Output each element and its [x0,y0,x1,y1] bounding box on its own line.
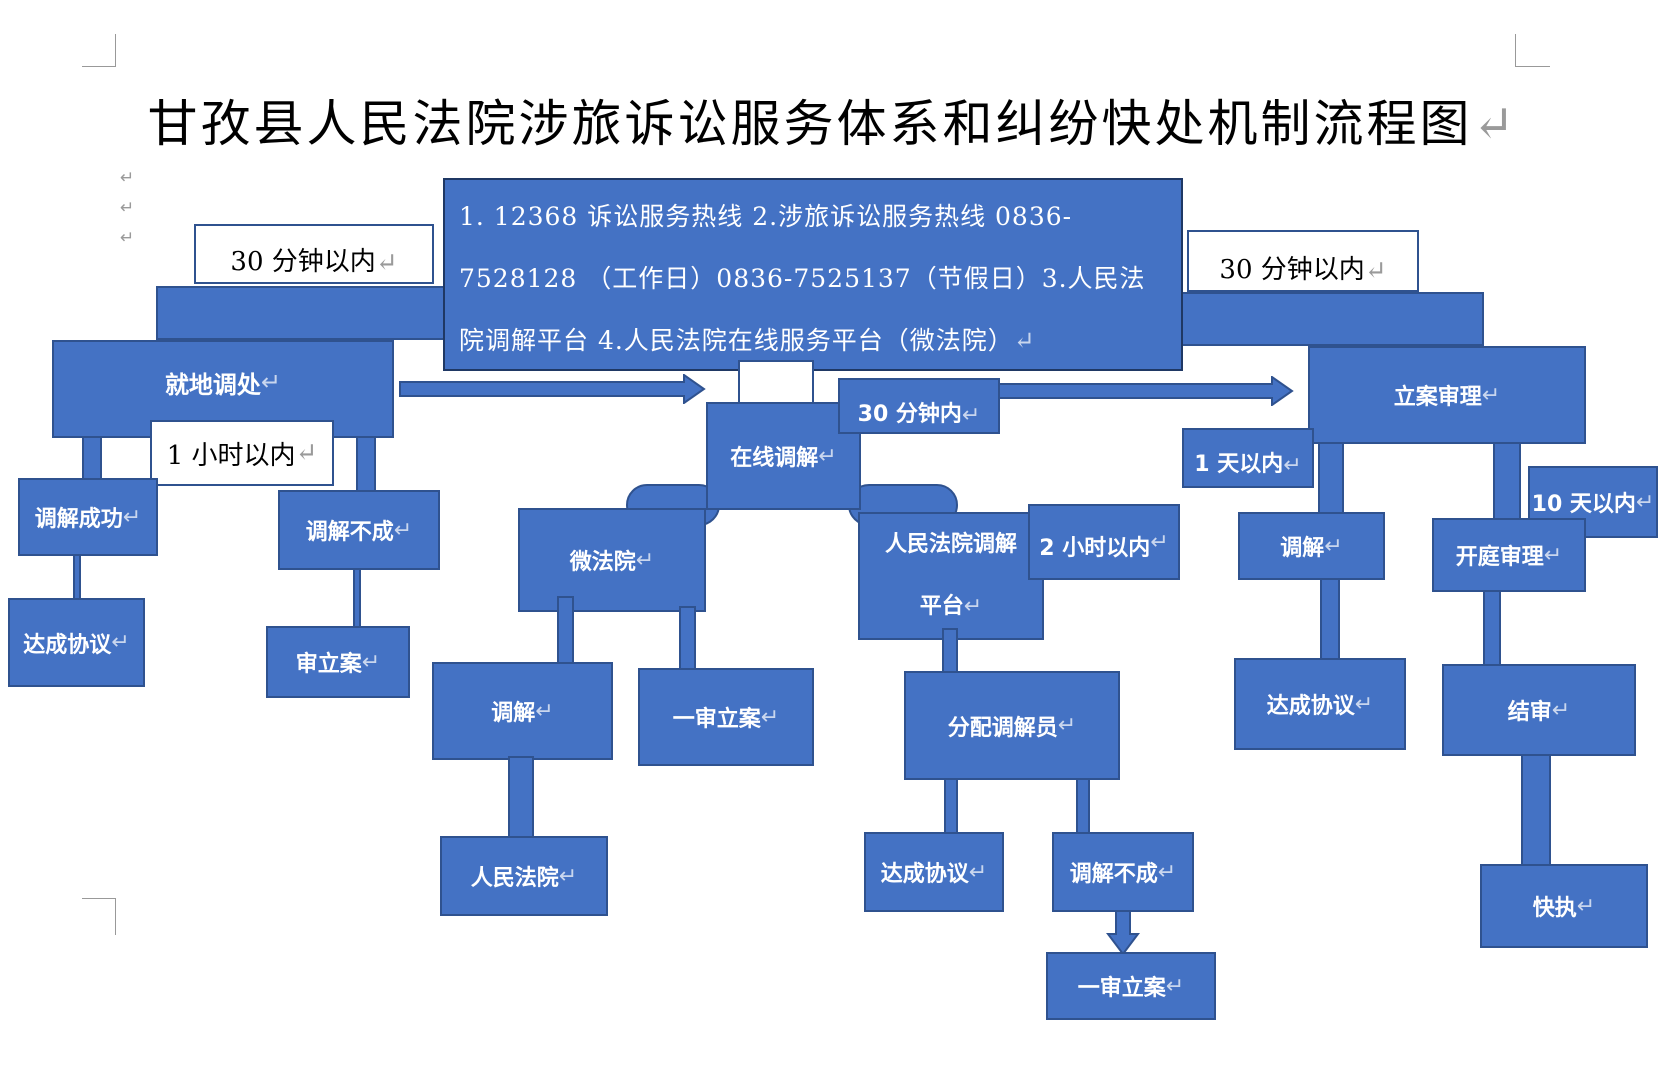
hotline-line-2: 7528128 （工作日）0836-7525137（节假日）3.人民法 [459,264,1146,293]
paragraph-mark: ↵ [120,198,135,218]
node-trial-closed: 结审↵ [1442,664,1636,756]
connector [1521,754,1551,866]
connector [1320,578,1340,660]
connector [1483,590,1501,666]
connector [1493,442,1521,522]
node-court-hearing: 开庭审理↵ [1432,518,1586,592]
crop-mark-top-right [1515,34,1550,67]
paragraph-mark: ↵ [120,228,135,248]
hotline-line-1: 1. 12368 诉讼服务热线 2.涉旅诉讼服务热线 0836- [459,202,1073,231]
node-filing-review: 立案审理↵ [1308,346,1586,444]
arrow-to-filing-review [991,376,1294,406]
connector [944,778,958,834]
info-connector-box [738,360,814,404]
node-wei-court: 微法院↵ [518,508,706,612]
node-mediate-b: 调解↵ [1238,512,1385,580]
connector [353,568,361,628]
connector [679,606,696,670]
node-mediation-success: 调解成功↵ [18,478,158,556]
node-mediation-failed-left: 调解不成↵ [278,490,440,570]
node-mediation-failed-mid: 调解不成↵ [1052,832,1194,912]
hotline-info-box: 1. 12368 诉讼服务热线 2.涉旅诉讼服务热线 0836- 7528128… [443,178,1183,371]
left-band [156,286,446,340]
node-court-mediation-platform: 人民法院调解平台↵ [858,512,1044,640]
node-first-instance-a: 一审立案↵ [638,668,814,766]
node-case-filing-left: 审立案↵ [266,626,410,698]
right-band [1172,292,1484,346]
connector [942,628,958,674]
node-fast-execution: 快执↵ [1480,864,1648,948]
connector [73,554,81,600]
node-first-instance-b: 一审立案↵ [1046,952,1216,1020]
hotline-line-3: 院调解平台 4.人民法院在线服务平台（微法院） [459,326,1014,355]
connector [508,756,534,838]
paragraph-mark: ↵ [120,168,135,188]
arrow-to-online-mediation [399,374,706,404]
page-title: 甘孜县人民法院涉旅诉讼服务体系和纠纷快处机制流程图↵ [147,95,1518,153]
label-within-1day: 1 天以内↵ [1182,428,1314,488]
label-within-2h: 2 小时以内↵ [1028,504,1180,580]
crop-mark-bottom-left [82,898,116,935]
time-label-right-30min: 30 分钟以内↵ [1187,230,1419,292]
node-agreement-mid: 达成协议↵ [864,832,1004,912]
node-assign-mediator: 分配调解员↵ [904,671,1120,780]
node-agreement-right: 达成协议↵ [1234,658,1406,750]
time-label-left-30min: 30 分钟以内↵ [194,224,434,284]
node-agreement-left: 达成协议↵ [8,598,145,687]
connector [356,436,376,498]
connector [1076,778,1090,834]
node-mediate-a: 调解↵ [432,662,613,760]
connector [557,596,574,664]
node-online-mediation: 在线调解↵ [706,402,861,510]
crop-mark-top-left [82,34,116,67]
node-people-court: 人民法院↵ [440,836,608,916]
connector [82,436,102,482]
time-label-1h: 1 小时以内↵ [150,420,334,486]
connector [1318,442,1344,514]
label-within-30min: 30 分钟内↵ [838,378,1000,434]
